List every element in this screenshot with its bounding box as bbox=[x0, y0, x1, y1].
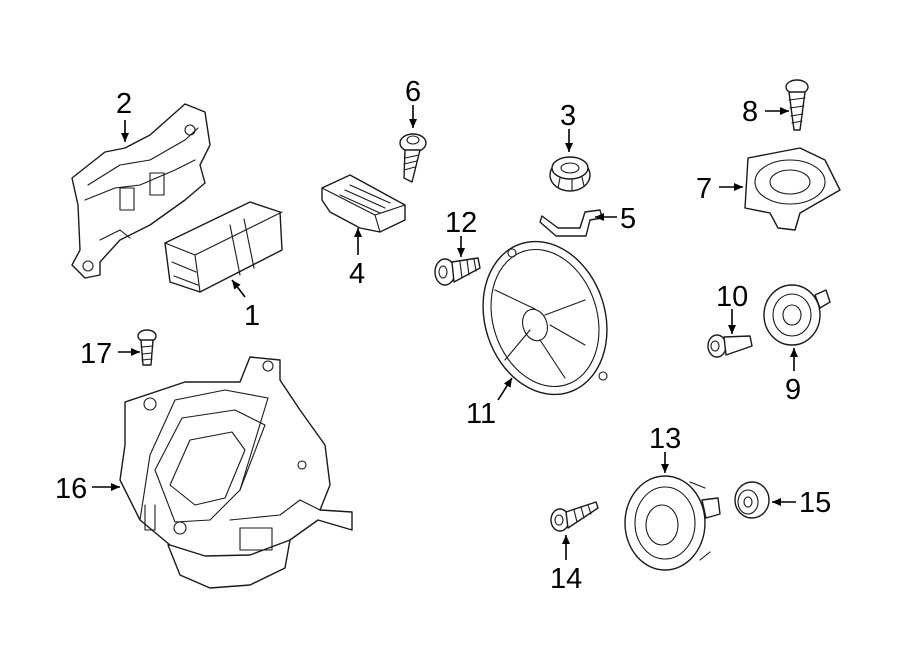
part-2-bracket bbox=[71, 103, 211, 279]
callout-11: 11 bbox=[466, 398, 496, 430]
part-15-tweeter bbox=[734, 481, 770, 519]
part-4-small-module bbox=[321, 174, 406, 233]
part-5-clip bbox=[539, 209, 603, 237]
part-6-screw bbox=[399, 133, 427, 183]
part-14-screw bbox=[550, 501, 599, 532]
callout-16: 16 bbox=[55, 473, 87, 505]
callout-6: 6 bbox=[405, 76, 421, 108]
callout-7: 7 bbox=[696, 173, 712, 205]
part-12-bolt bbox=[434, 257, 481, 286]
part-11-woofer bbox=[482, 240, 608, 396]
part-8-screw bbox=[785, 79, 809, 131]
part-1-module bbox=[164, 201, 283, 293]
callout-2: 2 bbox=[116, 88, 132, 120]
callout-15: 15 bbox=[799, 487, 831, 519]
callout-14: 14 bbox=[550, 563, 582, 595]
callout-12: 12 bbox=[445, 207, 477, 239]
callout-17: 17 bbox=[80, 338, 112, 370]
part-3-tweeter bbox=[549, 156, 591, 192]
part-13-speaker bbox=[624, 475, 721, 571]
part-7-speaker-bracket bbox=[744, 147, 841, 231]
callout-13: 13 bbox=[649, 423, 681, 455]
callout-10: 10 bbox=[716, 281, 748, 313]
part-10-bolt bbox=[707, 334, 753, 358]
callout-8: 8 bbox=[742, 96, 758, 128]
part-9-speaker bbox=[763, 284, 831, 346]
part-17-screw bbox=[137, 329, 157, 366]
part-16-subwoofer bbox=[119, 356, 353, 589]
callout-1: 1 bbox=[244, 300, 260, 332]
callout-3: 3 bbox=[560, 100, 576, 132]
callout-5: 5 bbox=[620, 203, 636, 235]
callout-4: 4 bbox=[349, 258, 365, 290]
leader-11 bbox=[497, 377, 513, 401]
leader-1 bbox=[231, 279, 246, 298]
callout-9: 9 bbox=[785, 374, 801, 406]
